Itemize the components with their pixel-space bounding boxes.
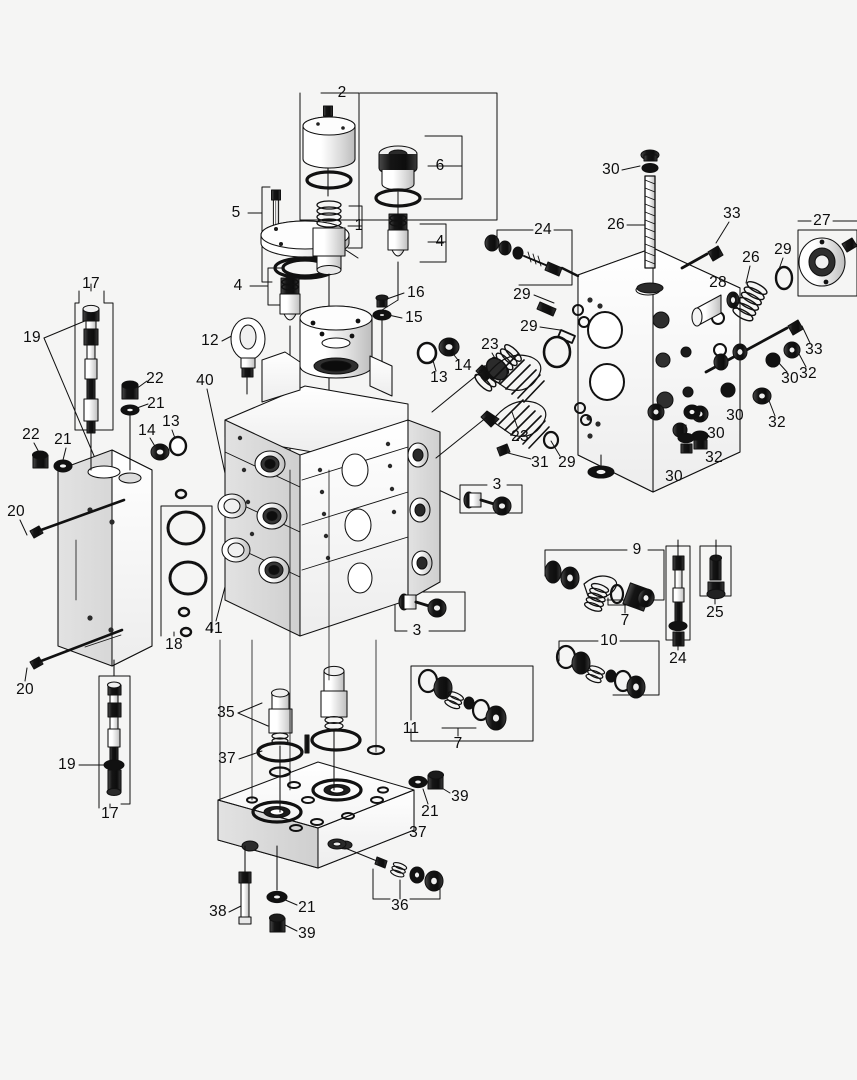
callout-label-24: 24 bbox=[669, 650, 687, 667]
callout-label-23: 23 bbox=[511, 428, 529, 445]
callout-label-21: 21 bbox=[298, 899, 316, 916]
callout-label-32: 32 bbox=[705, 449, 723, 466]
left-end-plate bbox=[29, 380, 208, 670]
callout-label-40: 40 bbox=[196, 372, 214, 389]
callout-label-21: 21 bbox=[421, 803, 439, 820]
part-group-11 bbox=[417, 668, 507, 731]
part-group-9 bbox=[544, 560, 655, 612]
callout-label-30: 30 bbox=[665, 468, 683, 485]
callout-label-18: 18 bbox=[165, 636, 183, 653]
part-group-24-lower bbox=[668, 539, 688, 647]
callout-label-26: 26 bbox=[742, 249, 760, 266]
callout-label-32: 32 bbox=[768, 414, 786, 431]
callout-label-13: 13 bbox=[430, 369, 448, 386]
callout-label-4: 4 bbox=[435, 233, 445, 250]
callout-label-21: 21 bbox=[147, 395, 165, 412]
callout-label-27: 27 bbox=[813, 212, 831, 229]
cartridge-17-upper bbox=[82, 304, 100, 471]
callout-label-24: 24 bbox=[534, 221, 552, 238]
callout-label-7: 7 bbox=[453, 735, 463, 752]
callout-label-32: 32 bbox=[799, 365, 817, 382]
callout-label-41: 41 bbox=[205, 620, 223, 637]
callout-label-22: 22 bbox=[146, 370, 164, 387]
callout-label-23: 23 bbox=[481, 336, 499, 353]
main-valve-body bbox=[217, 305, 441, 637]
callout-label-33: 33 bbox=[805, 341, 823, 358]
callout-label-35: 35 bbox=[217, 704, 235, 721]
callout-label-6: 6 bbox=[435, 157, 445, 174]
part-group-top bbox=[260, 105, 422, 471]
callout-label-17: 17 bbox=[82, 275, 100, 292]
callout-label-19: 19 bbox=[23, 329, 41, 346]
callout-label-15: 15 bbox=[405, 309, 423, 326]
callout-label-21: 21 bbox=[54, 431, 72, 448]
callout-label-37: 37 bbox=[409, 824, 427, 841]
part-3-upper bbox=[463, 491, 512, 516]
callout-label-20: 20 bbox=[7, 503, 25, 520]
callout-label-3: 3 bbox=[492, 476, 502, 493]
callout-label-30: 30 bbox=[781, 370, 799, 387]
callout-label-29: 29 bbox=[513, 286, 531, 303]
callout-label-29: 29 bbox=[774, 241, 792, 258]
callout-label-7: 7 bbox=[620, 612, 630, 629]
callout-label-39: 39 bbox=[298, 925, 316, 942]
callout-label-29: 29 bbox=[520, 318, 538, 335]
callout-label-30: 30 bbox=[602, 161, 620, 178]
callout-label-39: 39 bbox=[451, 788, 469, 805]
callout-label-33: 33 bbox=[723, 205, 741, 222]
part-23-upper bbox=[431, 341, 545, 413]
callout-label-11: 11 bbox=[402, 720, 420, 737]
callout-label-36: 36 bbox=[391, 897, 409, 914]
callout-label-10: 10 bbox=[600, 632, 618, 649]
callout-label-5: 5 bbox=[231, 204, 241, 221]
part-group-25 bbox=[706, 539, 726, 600]
callout-label-20: 20 bbox=[16, 681, 34, 698]
callout-label-28: 28 bbox=[709, 274, 727, 291]
part-eyebolt-12 bbox=[230, 317, 266, 395]
callout-label-25: 25 bbox=[706, 604, 724, 621]
callout-label-14: 14 bbox=[138, 422, 156, 439]
bottom-cover-plate bbox=[217, 469, 445, 933]
callout-label-3: 3 bbox=[412, 622, 422, 639]
callout-label-16: 16 bbox=[407, 284, 425, 301]
callout-label-26: 26 bbox=[607, 216, 625, 233]
callout-label-9: 9 bbox=[632, 541, 642, 558]
callout-label-2: 2 bbox=[337, 84, 347, 101]
callout-label-19: 19 bbox=[58, 756, 76, 773]
right-valve-block bbox=[484, 149, 857, 493]
part-3-lower bbox=[398, 593, 447, 618]
callout-label-37: 37 bbox=[218, 750, 236, 767]
callout-label-13: 13 bbox=[162, 413, 180, 430]
callout-label-14: 14 bbox=[454, 357, 472, 374]
callout-label-30: 30 bbox=[726, 407, 744, 424]
callout-label-17: 17 bbox=[101, 805, 119, 822]
cartridge-17-lower bbox=[103, 659, 125, 797]
callout-label-4: 4 bbox=[233, 277, 243, 294]
part-23-lower bbox=[435, 399, 550, 459]
callout-label-30: 30 bbox=[707, 425, 725, 442]
callout-label-29: 29 bbox=[558, 454, 576, 471]
callout-label-38: 38 bbox=[209, 903, 227, 920]
part-group-10 bbox=[555, 644, 646, 699]
callout-label-1: 1 bbox=[354, 217, 364, 234]
callout-label-22: 22 bbox=[22, 426, 40, 443]
callout-label-12: 12 bbox=[201, 332, 219, 349]
callout-label-31: 31 bbox=[531, 454, 549, 471]
